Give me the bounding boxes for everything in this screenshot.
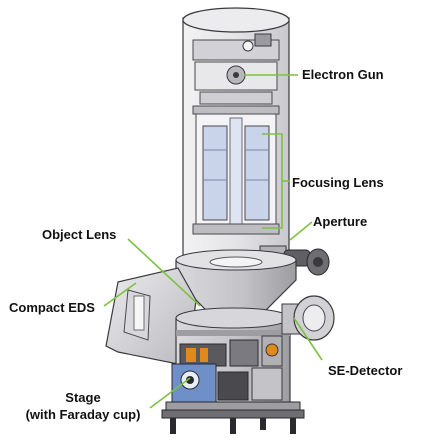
leader-aperture (289, 221, 313, 241)
label-focusing-lens: Focusing Lens (292, 175, 384, 190)
label-se-detector: SE-Detector (328, 363, 403, 378)
leader-stage (149, 377, 191, 409)
leader-object-lens (127, 238, 201, 307)
leader-compact-eds (103, 282, 137, 307)
label-stage: Stage (65, 390, 101, 405)
object-lens-cone (175, 249, 297, 319)
label-object-lens: Object Lens (42, 227, 117, 242)
compact-eds-unit (105, 267, 197, 367)
label-stage-subtitle: (with Faraday cup) (25, 407, 141, 422)
stage-assembly (171, 363, 283, 405)
label-electron-gun: Electron Gun (302, 67, 384, 82)
label-aperture: Aperture (313, 214, 368, 229)
leader-se-detector (293, 317, 323, 361)
electron-gun-assembly (192, 33, 280, 105)
focusing-lens-section (192, 105, 280, 235)
se-detector-unit (281, 295, 335, 341)
leader-lines (103, 74, 323, 409)
label-compact-eds: Compact EDS (9, 300, 95, 315)
base-frame (161, 401, 305, 434)
